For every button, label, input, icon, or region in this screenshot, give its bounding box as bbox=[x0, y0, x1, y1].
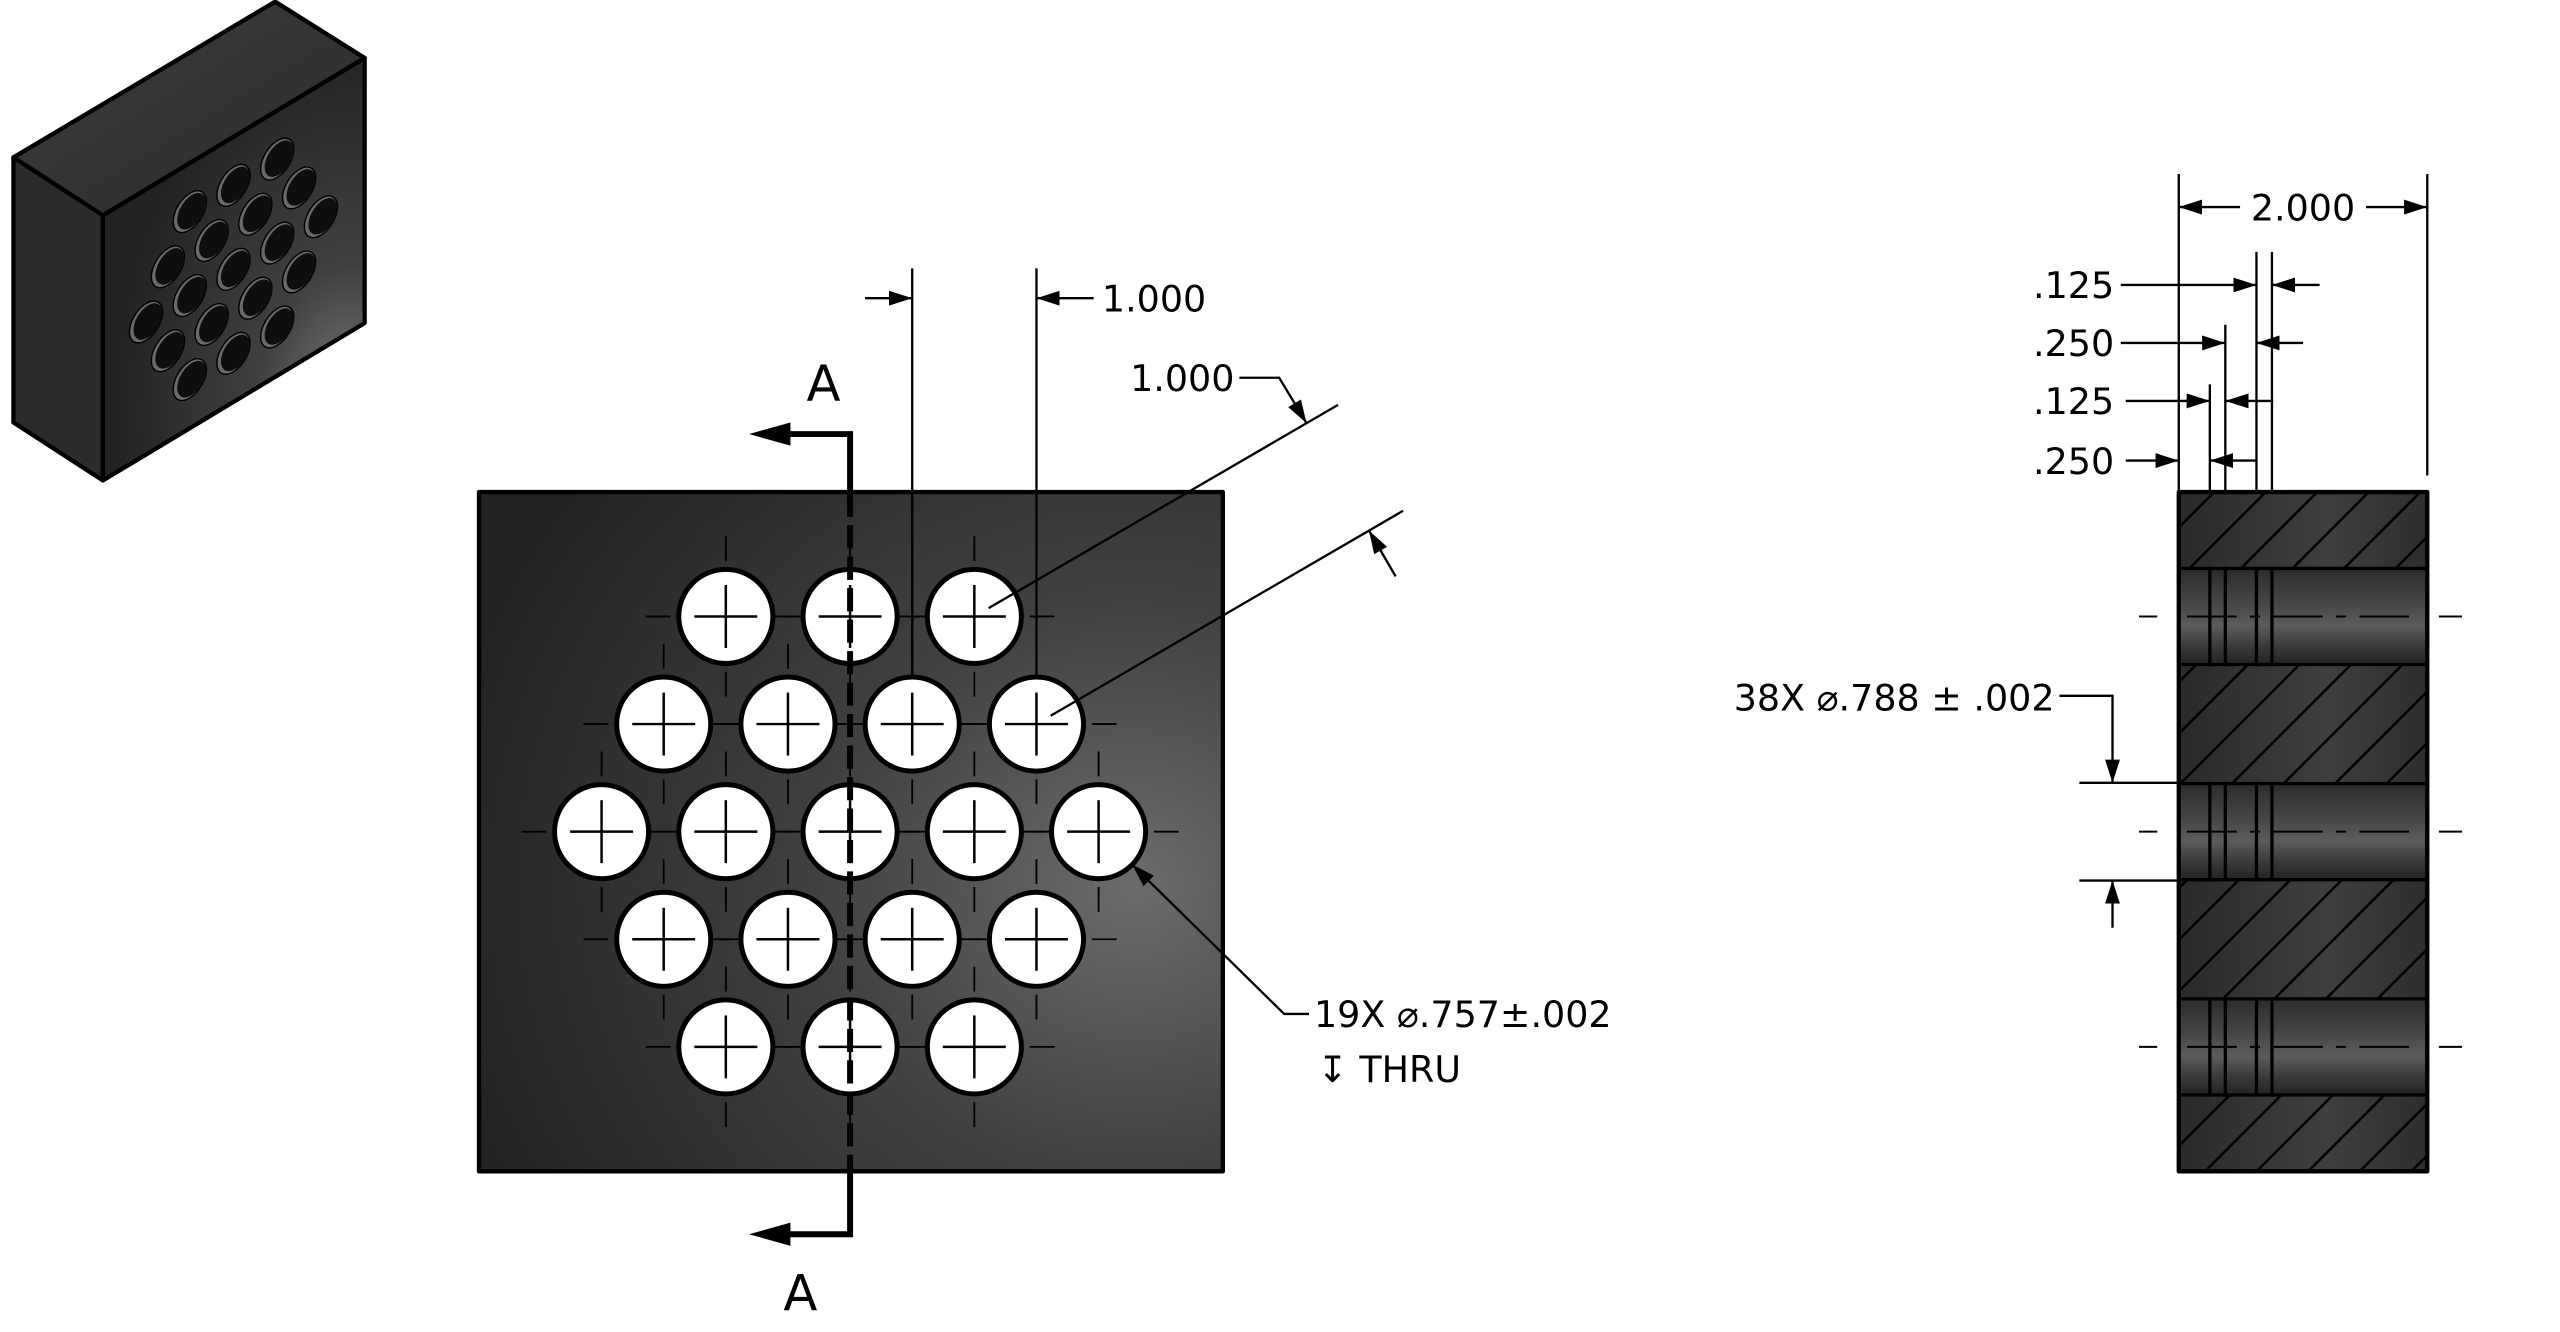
section-line-top-leg bbox=[782, 431, 854, 494]
iso-hole-bore bbox=[286, 169, 316, 206]
iso-hole bbox=[304, 188, 337, 245]
iso-hole bbox=[261, 215, 294, 272]
iso-hole bbox=[261, 131, 294, 188]
hole-center-mark bbox=[756, 692, 820, 756]
iso-hole bbox=[239, 270, 272, 327]
iso-hole-bore bbox=[199, 305, 228, 343]
dimension-arrow bbox=[1367, 529, 1397, 577]
hole-callout-size: 19X ⌀.757±.002 bbox=[1314, 993, 1612, 1036]
iso-hole-bore bbox=[264, 224, 294, 261]
iso-hole-pattern bbox=[129, 104, 337, 434]
iso-hole bbox=[217, 241, 250, 298]
iso-hole-bore bbox=[264, 308, 294, 345]
iso-hole bbox=[173, 267, 206, 324]
row-spacing-value: 1.000 bbox=[1130, 357, 1234, 400]
extension-line bbox=[1050, 509, 1404, 717]
callout-leader bbox=[1131, 863, 1309, 1016]
bore-centerlines bbox=[2139, 615, 2463, 1048]
groove-dim-value: .125 bbox=[2033, 264, 2114, 307]
section-label-bottom: A bbox=[783, 1264, 817, 1322]
iso-hole-bore bbox=[177, 192, 207, 230]
hole-center-mark bbox=[694, 1015, 758, 1079]
hole-center-mark bbox=[1067, 800, 1131, 864]
iso-hole bbox=[261, 299, 294, 356]
iso-hole-bore bbox=[286, 253, 316, 290]
iso-hole-bore bbox=[155, 248, 185, 285]
hole-center-mark bbox=[756, 907, 820, 971]
section-arrow-bottom bbox=[749, 1222, 791, 1246]
iso-left-face bbox=[11, 155, 106, 483]
section-outline bbox=[2176, 489, 2430, 1174]
hole-center-mark bbox=[632, 907, 696, 971]
iso-hole bbox=[129, 294, 162, 351]
iso-hole bbox=[151, 238, 184, 295]
hole-callout-depth: ↧ THRU bbox=[1317, 1048, 1461, 1091]
hole-center-mark bbox=[880, 692, 944, 756]
iso-hole bbox=[173, 183, 206, 240]
hole-center-mark bbox=[880, 907, 944, 971]
iso-hole-bore bbox=[177, 276, 207, 314]
hole-spacing-dimension: 1.000 bbox=[864, 268, 1206, 676]
hole-center-mark bbox=[632, 692, 696, 756]
dimension-leader bbox=[1239, 376, 1308, 424]
iso-hole bbox=[283, 244, 316, 301]
iso-hole bbox=[217, 157, 250, 214]
hole-center-mark bbox=[1004, 692, 1068, 756]
groove-callout: 38X ⌀.788 ± .002 bbox=[1734, 677, 2179, 928]
iso-hole-bore bbox=[155, 332, 185, 369]
hole-callout: 19X ⌀.757±.002 ↧ THRU bbox=[1131, 863, 1612, 1091]
iso-hole-bore bbox=[264, 140, 294, 177]
front-view: A A 1.000 1.000 19X ⌀.757±.002 ↧ THRU bbox=[476, 268, 1612, 1322]
iso-hole-bore bbox=[177, 360, 207, 398]
iso-hole bbox=[195, 296, 228, 353]
overall-thickness-value: 2.000 bbox=[2251, 186, 2355, 229]
iso-hole bbox=[239, 186, 272, 243]
section-label-top: A bbox=[807, 355, 841, 413]
overall-thickness-dimension: 2.000 bbox=[2177, 173, 2429, 493]
iso-hole bbox=[195, 212, 228, 269]
iso-hole-bore bbox=[220, 334, 250, 372]
groove-callout-text: 38X ⌀.788 ± .002 bbox=[1734, 677, 2055, 720]
iso-hole-bore bbox=[242, 195, 272, 232]
callout-leader bbox=[2059, 694, 2120, 783]
iso-hole-bore bbox=[242, 279, 272, 316]
iso-hole-bore bbox=[199, 221, 228, 259]
row-spacing-dimension: 1.000 bbox=[988, 357, 1404, 717]
isometric-view bbox=[11, 0, 367, 483]
groove-dimensions: .125 .250 .125 .250 bbox=[2033, 251, 2320, 493]
hole-center-mark bbox=[694, 584, 758, 648]
section-line-a-a: A A bbox=[749, 355, 854, 1322]
hole-center-mark bbox=[1004, 907, 1068, 971]
iso-hole bbox=[217, 325, 250, 382]
groove-dim-value: .250 bbox=[2033, 322, 2114, 365]
section-arrow-top bbox=[749, 422, 791, 446]
hole-center-mark bbox=[570, 800, 634, 864]
hole-spacing-value: 1.000 bbox=[1102, 277, 1206, 320]
iso-hole-bore bbox=[220, 166, 250, 204]
iso-hole bbox=[283, 160, 316, 217]
hole-center-mark bbox=[942, 800, 1006, 864]
groove-dim-value: .125 bbox=[2033, 380, 2114, 423]
groove-dim-value: .250 bbox=[2033, 440, 2114, 483]
iso-hole bbox=[151, 322, 184, 379]
iso-hole-bore bbox=[308, 198, 338, 235]
iso-hole-bore bbox=[133, 303, 163, 340]
iso-hole bbox=[173, 351, 206, 408]
extension-line bbox=[988, 403, 1339, 610]
hole-center-mark bbox=[942, 584, 1006, 648]
section-view: 2.000 .125 .250 .125 .250 38X ⌀.788 ± .0… bbox=[1734, 173, 2463, 1174]
hole-center-mark bbox=[694, 800, 758, 864]
hole-center-mark bbox=[942, 1015, 1006, 1079]
iso-hole-bore bbox=[220, 250, 250, 288]
section-line-bottom-leg bbox=[782, 1169, 854, 1238]
